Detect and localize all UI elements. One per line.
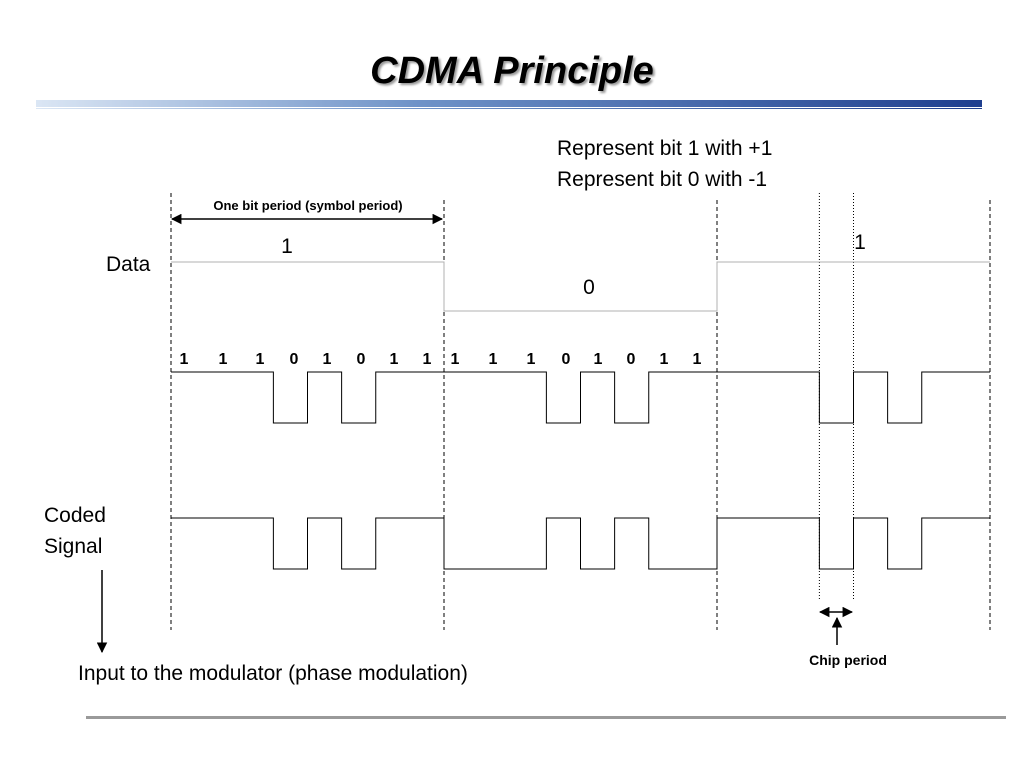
code-chip-label: 1 (489, 351, 498, 368)
coded-signal-line (171, 517, 990, 570)
bit-labels: 1 0 1 1 1 1 0 1 0 1 1 1 1 1 0 1 0 1 1 (180, 231, 866, 368)
code-chip-label: 1 (451, 351, 460, 368)
code-chip-label: 1 (423, 351, 432, 368)
modulator-label: Input to the modulator (phase modulation… (78, 662, 468, 685)
code-chip-label: 1 (390, 351, 399, 368)
code-chip-label: 1 (219, 351, 228, 368)
data-bit-label: 1 (281, 235, 293, 258)
code-chip-label: 1 (323, 351, 332, 368)
code-chip-label: 0 (290, 351, 299, 368)
code-chip-label: 1 (594, 351, 603, 368)
code-chip-label: 0 (357, 351, 366, 368)
data-bit-label: 1 (854, 231, 866, 254)
bit-period-label: One bit period (symbol period) (213, 198, 402, 213)
legend-line-2: Represent bit 0 with -1 (557, 168, 767, 191)
data-row-label: Data (106, 253, 151, 276)
code-chip-label: 1 (256, 351, 265, 368)
code-chip-label: 0 (562, 351, 571, 368)
footer-divider (86, 716, 1006, 719)
code-chip-label: 1 (527, 351, 536, 368)
code-chip-label: 0 (627, 351, 636, 368)
data-bit-label: 0 (583, 276, 595, 299)
coded-signal-waveform (171, 517, 990, 570)
spreading-code-waveform (171, 371, 990, 424)
title-underline (36, 100, 982, 110)
slide-title: CDMA Principle (370, 50, 654, 92)
data-signal-line (171, 261, 990, 312)
code-chip-label: 1 (660, 351, 669, 368)
data-waveform (171, 261, 990, 312)
coded-signal-label-line1: Coded (44, 504, 106, 527)
spreading-code-line (171, 371, 990, 424)
code-chip-label: 1 (180, 351, 189, 368)
coded-signal-label-line2: Signal (44, 535, 102, 558)
legend-line-1: Represent bit 1 with +1 (557, 137, 772, 160)
code-chip-label: 1 (693, 351, 702, 368)
chip-period-label: Chip period (809, 652, 887, 668)
